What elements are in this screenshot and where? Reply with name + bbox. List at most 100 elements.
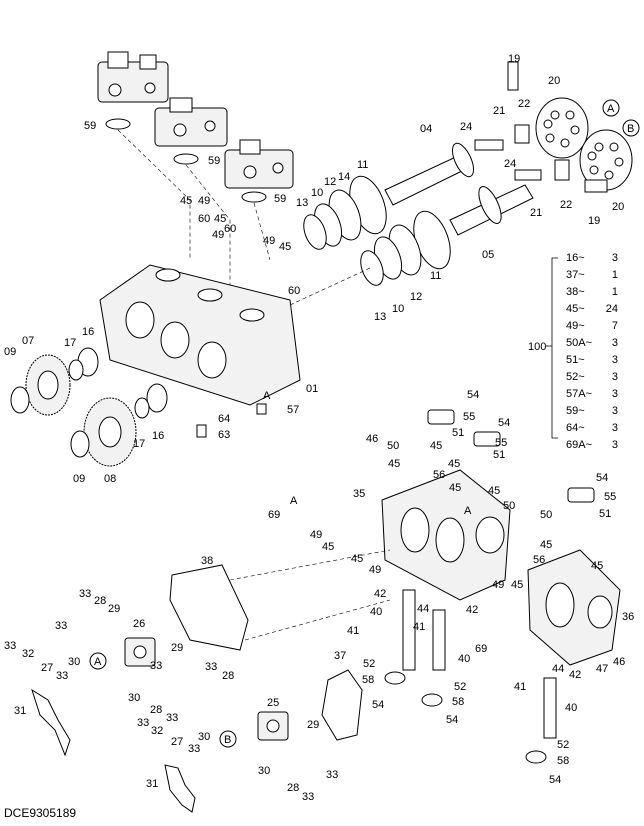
label-16: 16 bbox=[152, 430, 164, 442]
label-30: 30 bbox=[68, 656, 80, 668]
label-26: 26 bbox=[133, 618, 145, 630]
label-22: 22 bbox=[518, 98, 530, 110]
label-60: 60 bbox=[288, 285, 300, 297]
pump-housing-01 bbox=[99, 264, 301, 406]
shaft-04 bbox=[384, 142, 475, 206]
ring-17b bbox=[134, 397, 150, 419]
label-45: 45 bbox=[351, 553, 363, 565]
plug-57 bbox=[256, 403, 267, 415]
ring-16b bbox=[146, 383, 168, 413]
label-44: 44 bbox=[417, 603, 429, 615]
spool-40c bbox=[543, 677, 557, 739]
part-labels: 19 20 22 21 24 04 59 59 59 11 14 12 10 1… bbox=[4, 53, 634, 803]
label-44: 44 bbox=[552, 663, 564, 675]
o-ring-59a bbox=[105, 118, 131, 130]
label-29: 29 bbox=[307, 719, 319, 731]
kit-part-qty: 3 bbox=[611, 422, 618, 434]
label-30: 30 bbox=[258, 765, 270, 777]
label-58: 58 bbox=[362, 674, 374, 686]
control-valve-2 bbox=[154, 97, 228, 147]
label-51: 51 bbox=[493, 449, 505, 461]
kit-part-qty: 3 bbox=[611, 405, 618, 417]
kit-part-number: 64~ bbox=[566, 422, 585, 434]
label-51: 51 bbox=[452, 427, 464, 439]
spring-22a bbox=[514, 124, 530, 144]
callout-circle-A bbox=[89, 652, 107, 670]
label-10: 10 bbox=[311, 187, 323, 199]
label-57: 57 bbox=[287, 404, 299, 416]
spring-22b bbox=[554, 159, 570, 181]
label-21: 21 bbox=[530, 207, 542, 219]
regulator-housing-36 bbox=[527, 549, 621, 666]
kit-part-number: 37~ bbox=[566, 269, 585, 281]
label-40: 40 bbox=[565, 702, 577, 714]
label-32: 32 bbox=[22, 648, 34, 660]
label-33: 33 bbox=[4, 640, 16, 652]
cap-58c bbox=[525, 750, 547, 764]
kit-row: 37~1 bbox=[566, 267, 618, 284]
control-valve-1 bbox=[97, 51, 169, 103]
gear-07 bbox=[25, 354, 71, 416]
label-25: 25 bbox=[267, 697, 279, 709]
label-36: 36 bbox=[622, 611, 634, 623]
label-35: 35 bbox=[353, 488, 365, 500]
cap-58a bbox=[384, 671, 406, 685]
label-45: 45 bbox=[540, 539, 552, 551]
label-50: 50 bbox=[540, 509, 552, 521]
label-69: 69 bbox=[475, 643, 487, 655]
label-56: 56 bbox=[533, 554, 545, 566]
label-33: 33 bbox=[79, 588, 91, 600]
label-52: 52 bbox=[363, 658, 375, 670]
label-54: 54 bbox=[549, 774, 561, 786]
label-60: 60 bbox=[198, 213, 210, 225]
control-valve-3 bbox=[224, 139, 294, 189]
label-55: 55 bbox=[495, 437, 507, 449]
label-54: 54 bbox=[372, 699, 384, 711]
label-40: 40 bbox=[370, 606, 382, 618]
label-A: A bbox=[464, 505, 472, 517]
label-30: 30 bbox=[128, 692, 140, 704]
kit-part-qty: 3 bbox=[611, 252, 618, 264]
label-59: 59 bbox=[274, 193, 286, 205]
label-58: 58 bbox=[452, 696, 464, 708]
label-24: 24 bbox=[504, 158, 516, 170]
kit-part-number: 45~ bbox=[566, 303, 585, 315]
label-33: 33 bbox=[150, 660, 162, 672]
label-17: 17 bbox=[64, 337, 76, 349]
pin-19a bbox=[507, 61, 519, 91]
label-33: 33 bbox=[326, 769, 338, 781]
label-33: 33 bbox=[166, 712, 178, 724]
label-49: 49 bbox=[492, 579, 504, 591]
gasket-38 bbox=[169, 564, 249, 651]
label-54: 54 bbox=[446, 714, 458, 726]
label-27: 27 bbox=[41, 662, 53, 674]
label-A: A bbox=[290, 495, 298, 507]
label-27: 27 bbox=[171, 736, 183, 748]
guide-21b bbox=[514, 169, 542, 181]
bearing-set-lower bbox=[360, 210, 451, 286]
label-45: 45 bbox=[448, 458, 460, 470]
callout-circle-B-top bbox=[622, 119, 640, 137]
label-45: 45 bbox=[430, 440, 442, 452]
cylinder-block-20a bbox=[535, 97, 589, 159]
linkage-bracket-26 bbox=[124, 637, 156, 667]
label-54: 54 bbox=[596, 472, 608, 484]
label-60: 60 bbox=[224, 223, 236, 235]
label-33: 33 bbox=[205, 661, 217, 673]
cap-58b bbox=[421, 693, 443, 707]
kit-part-number: 69A~ bbox=[566, 439, 592, 451]
kit-row: 50A~3 bbox=[566, 335, 618, 352]
spool-40b bbox=[432, 609, 446, 671]
label-59: 59 bbox=[208, 155, 220, 167]
label-45: 45 bbox=[279, 241, 291, 253]
callout-circle-B bbox=[219, 730, 237, 748]
linkage-bracket-25 bbox=[257, 711, 289, 741]
label-16: 16 bbox=[82, 326, 94, 338]
label-14: 14 bbox=[338, 171, 350, 183]
label-21: 21 bbox=[493, 105, 505, 117]
label-42: 42 bbox=[569, 669, 581, 681]
kit-row: 69A~3 bbox=[566, 437, 618, 454]
label-45: 45 bbox=[388, 458, 400, 470]
callout-B-top: B bbox=[627, 123, 634, 135]
